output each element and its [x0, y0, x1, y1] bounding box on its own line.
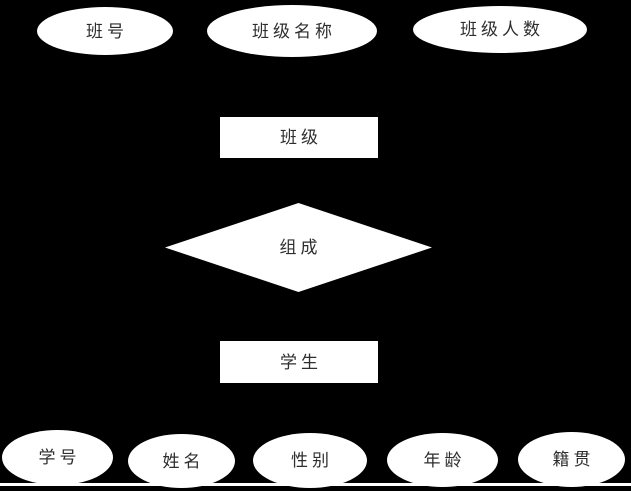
entity-class-box: 班级	[220, 117, 378, 158]
entity-student-label: 学生	[280, 352, 322, 372]
attribute-ellipse-class-size: 班级人数	[413, 6, 587, 53]
attribute-ellipse-student-id: 学号	[2, 430, 113, 485]
attribute-student-name-label: 姓名	[162, 451, 205, 471]
entity-student-box: 学生	[220, 341, 378, 383]
attribute-student-age-label: 年龄	[423, 450, 466, 470]
attribute-class-id-label: 班号	[86, 21, 128, 41]
attribute-ellipse-student-gender: 性别	[253, 433, 367, 488]
attribute-ellipse-student-name: 姓名	[128, 434, 235, 488]
attribute-student-gender-label: 性别	[291, 451, 333, 470]
attribute-student-id-label: 学号	[38, 448, 81, 467]
attribute-ellipse-class-id: 班号	[37, 7, 173, 55]
relationship-label: 组成	[279, 238, 322, 257]
attribute-student-hometown-label: 籍贯	[552, 450, 595, 469]
attribute-class-size-label: 班级人数	[460, 20, 544, 39]
attribute-ellipse-class-name: 班级名称	[207, 5, 377, 57]
attribute-ellipse-student-age: 年龄	[387, 433, 498, 487]
relationship-diamond: 组成	[165, 203, 432, 292]
bottom-edge-line	[0, 483, 631, 486]
attribute-class-name-label: 班级名称	[252, 21, 336, 41]
entity-class-label: 班级	[280, 128, 322, 147]
attribute-ellipse-student-hometown: 籍贯	[518, 432, 625, 487]
